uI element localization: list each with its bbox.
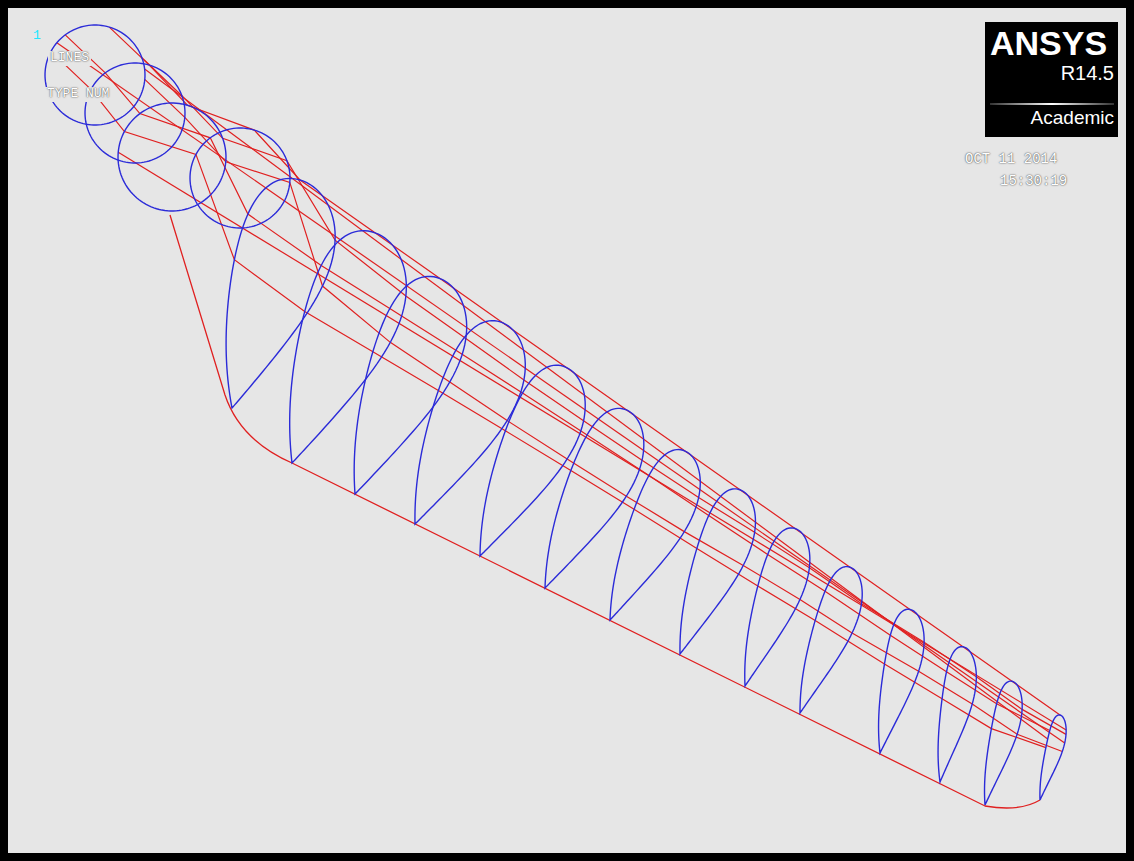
blade-section: [985, 681, 1023, 805]
blade-section: [879, 609, 925, 753]
blade-section: [85, 63, 185, 163]
blade-section: [354, 276, 467, 494]
loft-line: [57, 43, 1065, 743]
logo-edition: Academic: [1031, 107, 1114, 129]
blade-section: [938, 647, 976, 782]
loft-line: [65, 35, 1050, 731]
loft-line: [142, 58, 1066, 735]
window-number: 1: [33, 29, 41, 44]
time-stamp: 15:30:19: [1000, 173, 1067, 189]
loft-line: [51, 51, 1046, 747]
blade-section: [190, 128, 290, 228]
blade-section: [745, 528, 810, 686]
logo-box: [985, 22, 1118, 137]
viewport-ground: [8, 8, 1126, 853]
logo-title: ANSYS: [990, 24, 1107, 63]
blade-section: [290, 231, 407, 463]
blade-section: [610, 450, 700, 620]
blade-section: [545, 408, 644, 588]
loft-lines: [51, 27, 1066, 808]
blade-section: [800, 567, 862, 713]
plot-mode-text: LINES: [48, 51, 91, 66]
loft-line: [145, 79, 1063, 751]
blade-section: [680, 489, 755, 654]
blade-section: [118, 103, 226, 211]
blade-sections: [45, 25, 1066, 805]
blade-section: [1040, 715, 1066, 800]
trailing-edge-line: [170, 215, 1040, 808]
blade-section: [480, 365, 585, 556]
logo-rule: [990, 103, 1114, 105]
loft-line: [109, 27, 1060, 715]
plot-mode-text: TYPE NUM: [45, 87, 111, 102]
blade-section: [226, 178, 335, 408]
blade-section: [45, 25, 145, 125]
loft-line: [145, 69, 1048, 739]
logo-version: R14.5: [1061, 62, 1114, 85]
date-stamp: OCT 11 2014: [965, 151, 1057, 167]
